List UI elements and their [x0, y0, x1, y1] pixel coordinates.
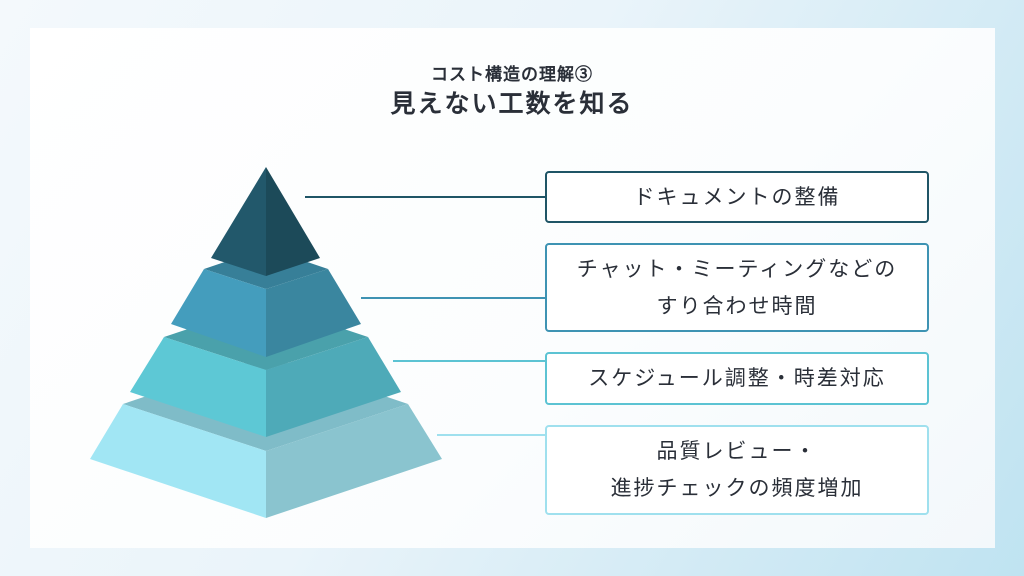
- tier3-right-face: [266, 337, 401, 437]
- tier1-left-face: [211, 167, 266, 276]
- tier-label-text: すり合わせ時間: [656, 293, 818, 318]
- tier1-right-face: [266, 167, 320, 276]
- tier-label-2: チャット・ミーティングなどのすり合わせ時間: [545, 243, 929, 332]
- tier-label-1: ドキュメントの整備: [545, 171, 929, 223]
- tier-label-text: スケジュール調整・時差対応: [588, 366, 886, 390]
- slide-subtitle: コスト構造の理解③: [431, 65, 593, 85]
- slide-title: 見えない工数を知る: [390, 89, 634, 118]
- tier2-left-face: [171, 269, 266, 357]
- tier3-left-face: [130, 337, 266, 437]
- tier2-right-face: [266, 269, 361, 357]
- tier4-left-face: [90, 404, 266, 518]
- tier4-right-face: [266, 404, 442, 518]
- tier-label-4: 品質レビュー・進捗チェックの頻度増加: [545, 425, 929, 515]
- tier-label-3: スケジュール調整・時差対応: [545, 352, 929, 405]
- tier-label-text: チャット・ミーティングなどの: [576, 256, 898, 281]
- tier-label-text: 進捗チェックの頻度増加: [610, 476, 864, 500]
- tier-label-text: 品質レビュー・: [656, 439, 818, 463]
- tier-label-text: ドキュメントの整備: [633, 184, 841, 209]
